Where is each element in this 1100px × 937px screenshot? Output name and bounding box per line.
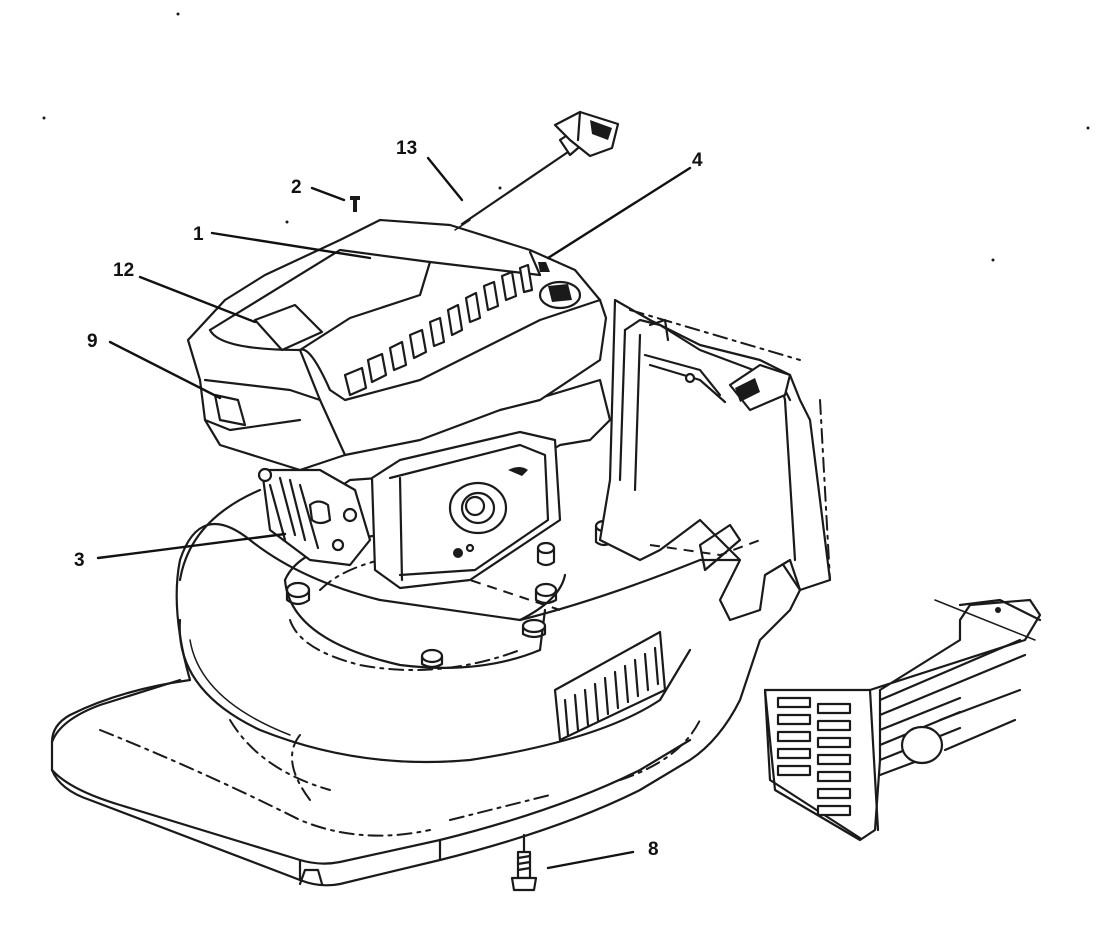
dipstick — [454, 110, 620, 231]
leader-13 — [426, 156, 464, 202]
leader-12 — [138, 275, 257, 324]
callout-4: 4 — [692, 150, 703, 171]
scan-specks — [42, 12, 1090, 262]
leader-9 — [108, 340, 222, 400]
engine — [186, 218, 612, 590]
rear-housing — [598, 298, 832, 622]
mount-boss-5 — [536, 541, 556, 567]
mount-boss-1 — [285, 581, 311, 606]
callout-2: 2 — [291, 177, 302, 198]
handle-bracket — [643, 318, 792, 412]
callout-8: 8 — [648, 839, 659, 860]
leader-1 — [210, 231, 372, 260]
muffler-cover — [370, 430, 562, 590]
leader-8 — [546, 850, 635, 870]
leader-4 — [546, 166, 692, 260]
screw — [350, 196, 360, 212]
oil-fill-cap — [538, 262, 582, 310]
shroud-badge — [213, 393, 247, 427]
bolt — [510, 833, 538, 892]
leader-lines — [96, 156, 692, 870]
callout-labels: 1 2 3 4 8 9 12 13 — [74, 138, 703, 860]
mount-boss-3 — [521, 618, 547, 639]
callout-1: 1 — [193, 224, 204, 245]
label-plate — [253, 303, 324, 352]
callout-12: 12 — [113, 260, 134, 281]
mower-deck — [50, 488, 802, 887]
leader-3 — [96, 532, 287, 560]
leader-2 — [310, 186, 346, 202]
guard-louvers — [776, 696, 852, 817]
deck-vent — [553, 630, 667, 742]
side-guard — [763, 598, 1042, 842]
callout-9: 9 — [87, 331, 98, 352]
callout-3: 3 — [74, 550, 85, 571]
callout-13: 13 — [396, 138, 417, 159]
engine-shroud — [186, 218, 608, 472]
mount-boss-2 — [420, 648, 444, 669]
mount-boss-4 — [534, 582, 558, 605]
shroud-vents — [343, 263, 534, 397]
